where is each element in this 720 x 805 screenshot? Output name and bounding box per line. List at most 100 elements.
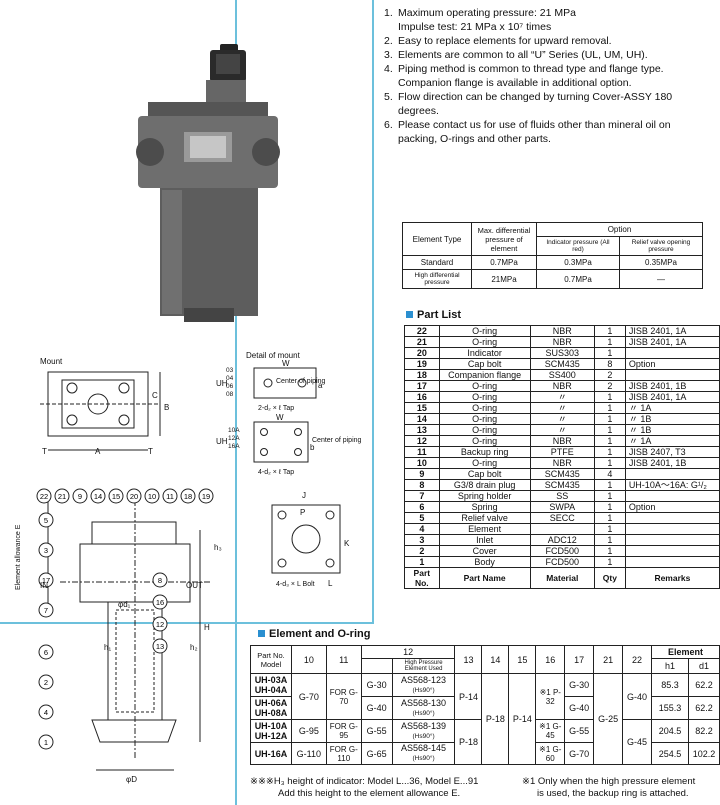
elem-cell: G-25 — [593, 673, 624, 765]
part-cell-name: Spring — [438, 501, 531, 513]
part-cell-no: 15 — [404, 402, 440, 414]
elem-cell: 85.3 — [650, 673, 689, 697]
callout-balloon: 1 — [38, 734, 54, 750]
option-cell: Standard — [402, 255, 472, 270]
feature-text: Flow direction can be changed by turning… — [398, 91, 673, 103]
part-cell-rem — [624, 534, 720, 546]
callout-number: 2 — [44, 678, 48, 687]
elem-cell: P-14 — [454, 673, 483, 720]
callout-number: 16 — [156, 598, 164, 607]
part-cell-no: 3 — [404, 534, 440, 546]
elem-col-10: 10 — [290, 645, 327, 674]
part-cell-mat: NBR — [529, 435, 595, 447]
uh2-model-12a: 12A — [228, 435, 240, 442]
part-cell-name: O-ring — [438, 457, 531, 469]
uh-label-1: UH — [216, 379, 228, 388]
callout-number: 20 — [130, 492, 138, 501]
part-cell-no: 22 — [404, 325, 440, 337]
uh1-model-03: 03 — [226, 367, 234, 374]
elem-partno-label: Part No. — [257, 650, 285, 660]
callout-number: 19 — [202, 492, 210, 501]
callout-balloon: 5 — [38, 512, 54, 528]
elem-header-partno-model: Part No.Model — [250, 645, 292, 674]
title-square-icon — [258, 630, 265, 637]
dim-A: A — [95, 447, 101, 456]
callout-number: 5 — [44, 516, 48, 525]
elem-cell: G-70 — [564, 742, 595, 765]
option-header-relief: Relief valve opening pressure — [619, 236, 703, 256]
part-cell-qty: 1 — [593, 501, 626, 513]
elem-col-12: 12 — [360, 645, 456, 659]
callout-balloon: 20 — [126, 488, 142, 504]
dim-h3: h₃ — [214, 543, 222, 552]
part-cell-qty: 1 — [593, 512, 626, 524]
figure-panel-extension — [0, 0, 237, 805]
elem-cell: AS568-145(Hs90°) — [391, 742, 456, 765]
uh2-model-10a: 10A — [228, 427, 240, 434]
callout-balloon: 8 — [152, 572, 168, 588]
elem-cell: G-45 — [622, 719, 652, 765]
dim-W-2: W — [276, 413, 284, 422]
callout-number: 8 — [158, 576, 162, 585]
element-table-title: Element and O-ring — [258, 628, 370, 640]
note-backup-ring: ※1 Only when the high pressure element i… — [522, 776, 695, 800]
option-cell: 0.7MPa — [471, 255, 537, 270]
callout-number: 17 — [42, 576, 50, 585]
part-cell-name: Spring holder — [438, 490, 531, 502]
filter-product-photo — [136, 44, 280, 322]
elem-col-element: Element — [650, 645, 720, 659]
elem-cell: G-30 — [564, 673, 595, 697]
part-cell-rem: Option — [624, 358, 720, 370]
part-cell-name: Body — [438, 556, 531, 568]
callout-balloon: 2 — [38, 674, 54, 690]
part-cell-qty: 1 — [593, 424, 626, 436]
tap-label: 2-d₂ × ℓ Tap — [258, 405, 294, 412]
part-cell-no: 6 — [404, 501, 440, 513]
callout-number: 13 — [156, 642, 164, 651]
part-cell-no: 10 — [404, 457, 440, 469]
callout-number: 10 — [148, 492, 156, 501]
feature-text: Piping method is common to thread type a… — [398, 63, 664, 75]
callout-balloon: 16 — [152, 594, 168, 610]
part-cell-no: 21 — [404, 336, 440, 348]
dim-phid1: φd₁ — [118, 600, 131, 609]
part-cell-name: Cover — [438, 545, 531, 557]
part-cell-qty: 1 — [593, 336, 626, 348]
part-cell-mat: SUS303 — [529, 347, 595, 359]
part-cell-no: 13 — [404, 424, 440, 436]
callout-number: 9 — [78, 492, 82, 501]
part-cell-qty: 1 — [593, 391, 626, 403]
part-cell-no: 2 — [404, 545, 440, 557]
part-cell-rem: JISB 2401, 1B — [624, 457, 720, 469]
callout-number: 1 — [44, 738, 48, 747]
callout-number: 6 — [44, 648, 48, 657]
callout-balloon: 22 — [36, 488, 52, 504]
callout-balloon: 10 — [144, 488, 160, 504]
part-cell-mat: NBR — [529, 457, 595, 469]
part-cell-qty: 1 — [593, 457, 626, 469]
part-cell-no: 9 — [404, 468, 440, 480]
mount-label: Mount — [40, 357, 63, 366]
callout-number: 12 — [156, 620, 164, 629]
part-cell-mat: NBR — [529, 336, 595, 348]
feature-text: degrees. — [398, 105, 439, 117]
option-cell: 0.3MPa — [536, 255, 620, 270]
elem-model-cell: UH-16A — [250, 742, 292, 765]
part-cell-qty: 1 — [593, 556, 626, 568]
elem-col-14: 14 — [481, 645, 510, 674]
part-cell-name: Companion flange — [438, 369, 531, 381]
center-piping-label: Center of piping — [276, 378, 326, 385]
callout-number: 15 — [112, 492, 120, 501]
callout-balloon: 12 — [152, 616, 168, 632]
part-cell-name: Inlet — [438, 534, 531, 546]
option-cell: High differential pressure — [402, 269, 472, 289]
part-cell-mat: FCD500 — [529, 556, 595, 568]
elem-cell: G-55 — [564, 719, 595, 743]
elem-cell: G-40 — [564, 696, 595, 720]
